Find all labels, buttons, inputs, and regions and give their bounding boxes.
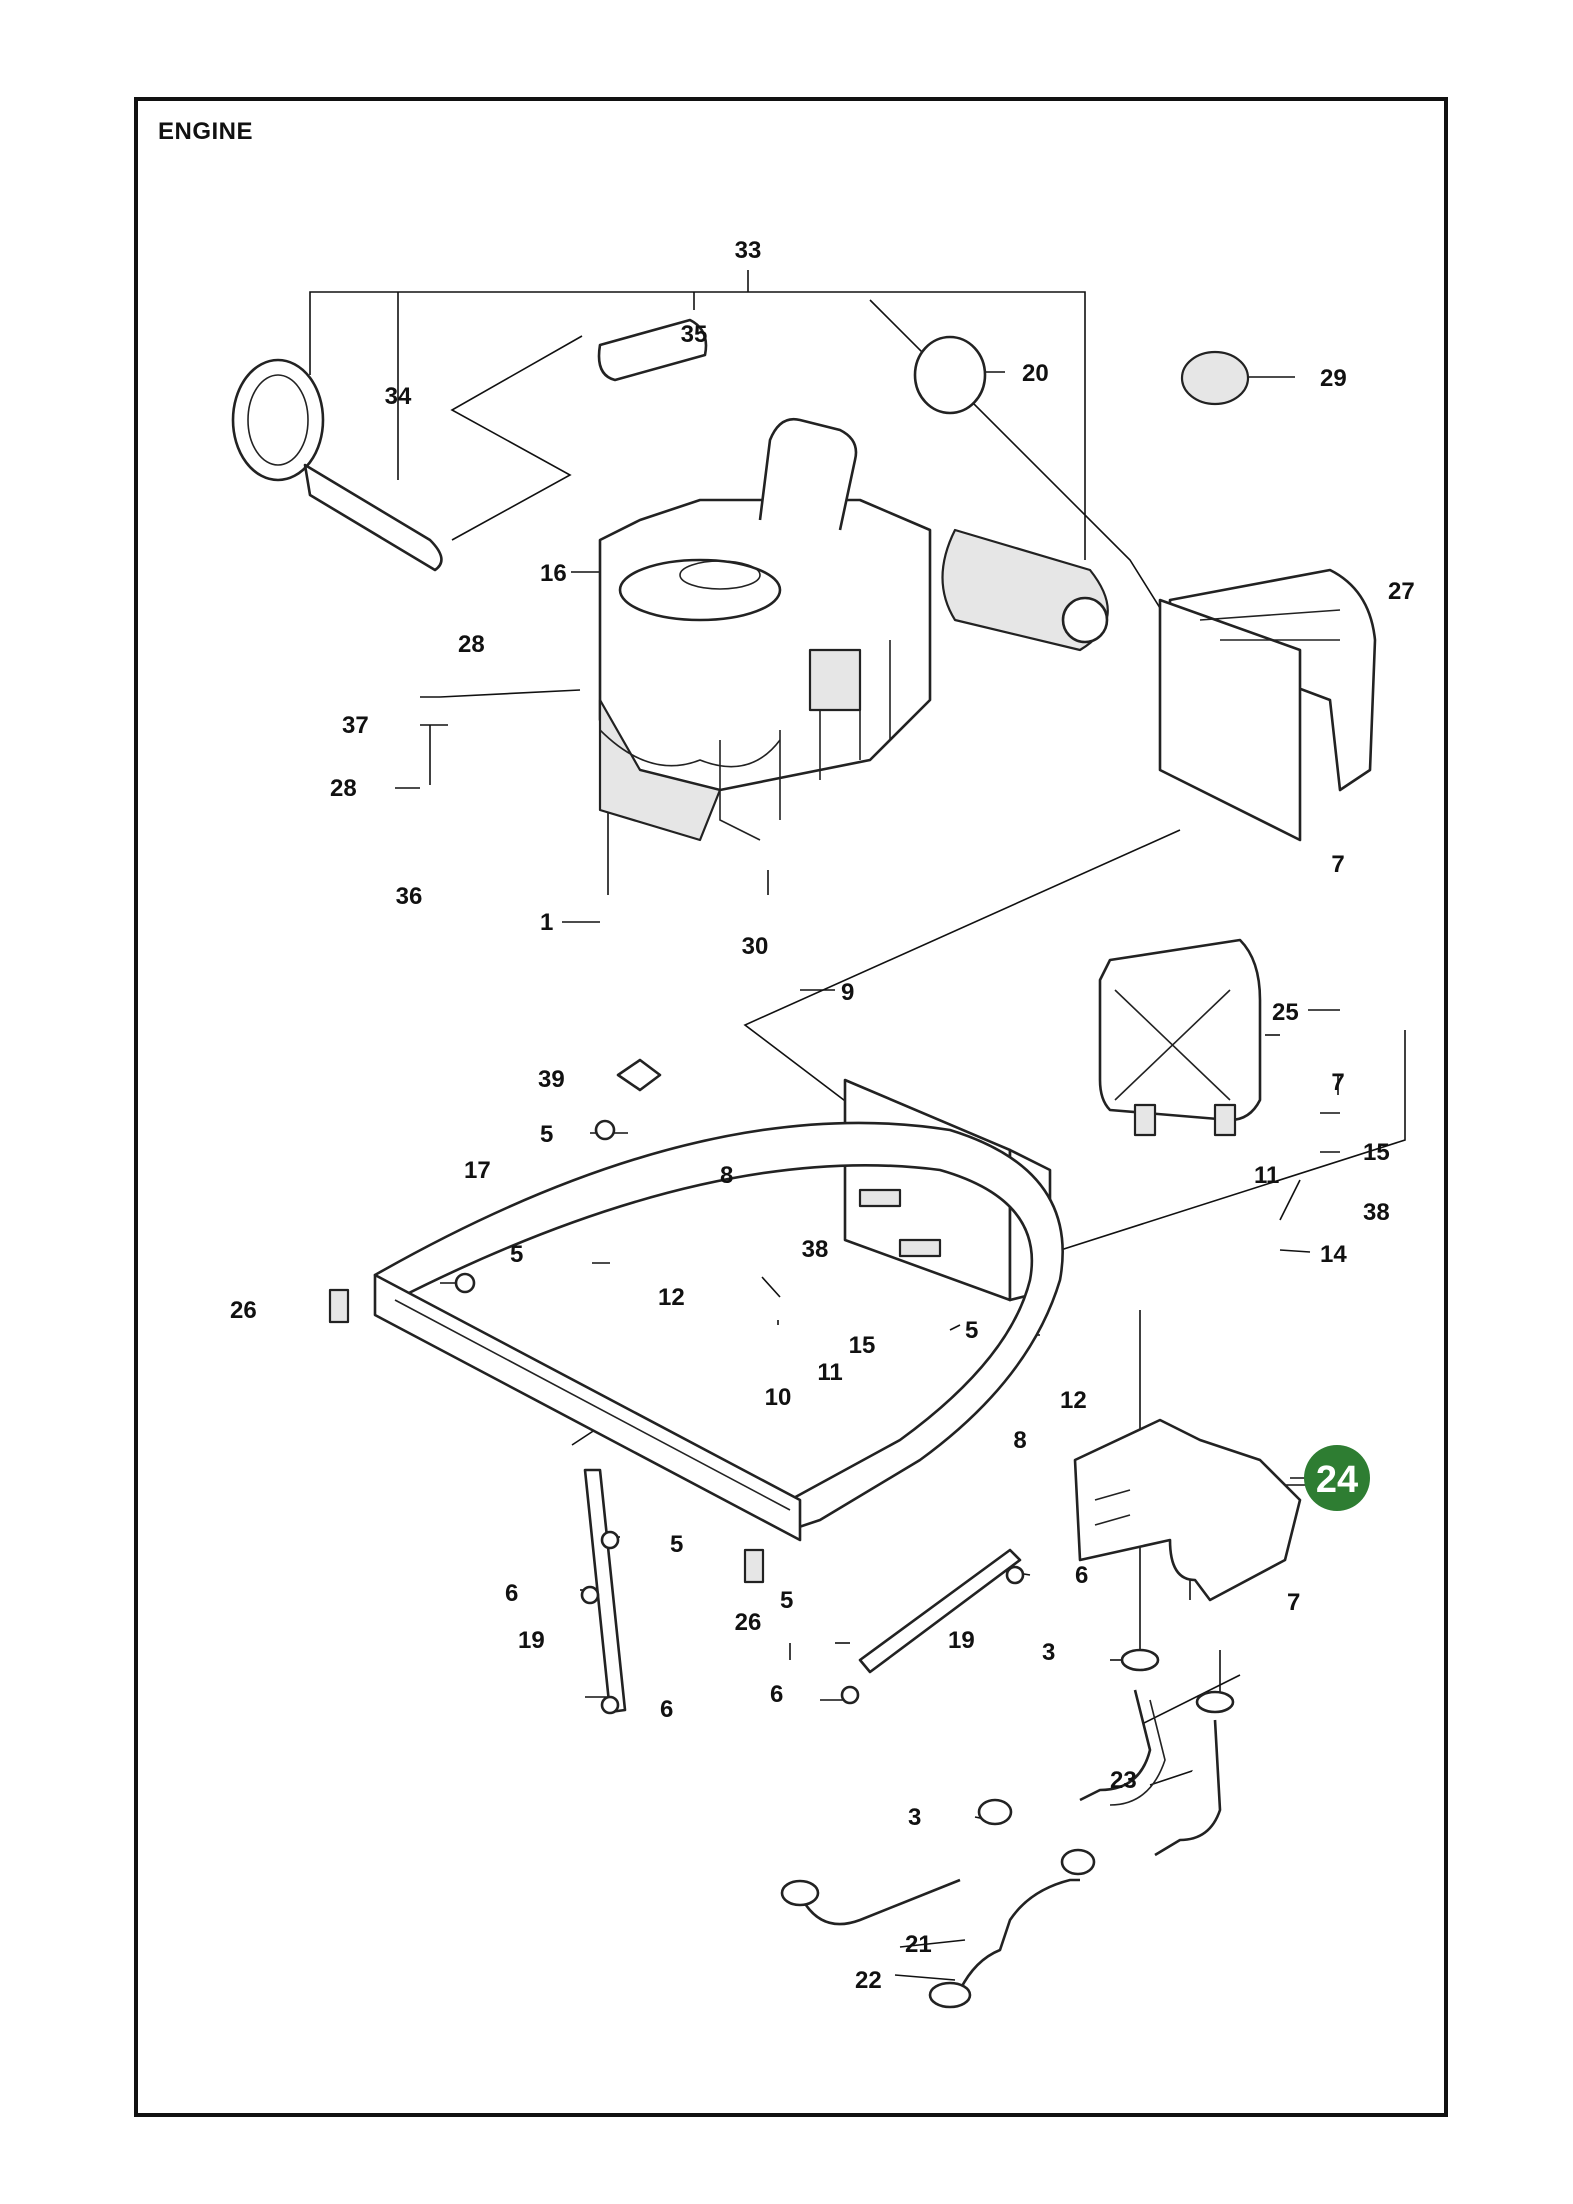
diagram-title: ENGINE [158, 118, 254, 145]
callout-label: 25 [1272, 999, 1299, 1026]
callout-label: 22 [855, 1967, 882, 1994]
callout-label: 5 [540, 1121, 553, 1148]
callout-label: 8 [720, 1162, 733, 1189]
callout-label: 15 [849, 1332, 876, 1359]
callout-label: 38 [802, 1236, 829, 1263]
hardware-parts [328, 1058, 1025, 1715]
callout-label: 37 [342, 712, 369, 739]
callout-label: 1 [540, 909, 553, 936]
callout-label: 7 [1331, 851, 1344, 878]
callout-label: 7 [1331, 1069, 1344, 1096]
callout-label: 9 [841, 979, 854, 1006]
callout-label: 6 [1075, 1562, 1088, 1589]
callout-label: 11 [1254, 1162, 1279, 1189]
callout-label: 5 [780, 1587, 793, 1614]
callout-label: 39 [538, 1066, 565, 1093]
callout-label: 11 [817, 1359, 842, 1386]
callout-label: 6 [505, 1580, 518, 1607]
callout-label: 33 [735, 237, 762, 264]
callout-label: 5 [510, 1241, 523, 1268]
callout-label: 3 [908, 1804, 921, 1831]
callout-label: 35 [681, 321, 708, 348]
diagram-frame [134, 97, 1448, 2117]
callout-label: 20 [1022, 360, 1049, 387]
callout-label: 5 [670, 1531, 683, 1558]
air-cleaner-parts [231, 318, 1250, 652]
callout-label: 16 [540, 560, 567, 587]
callout-label: 10 [765, 1384, 792, 1411]
callout-label: 38 [1363, 1199, 1390, 1226]
callout-label: 15 [1363, 1139, 1390, 1166]
callout-label: 23 [1110, 1767, 1137, 1794]
callout-label: 27 [1388, 578, 1415, 605]
callout-label: 19 [518, 1627, 545, 1654]
callout-label: 21 [905, 1931, 932, 1958]
muffler-parts [1098, 938, 1262, 1137]
engine-assembly [598, 417, 932, 842]
callout-label: 36 [396, 883, 423, 910]
exhaust-pipes [780, 1648, 1235, 2009]
strut-parts [583, 1468, 1022, 1714]
callout-label: 28 [458, 631, 485, 658]
callout-label: 26 [735, 1609, 762, 1636]
callout-label: 30 [742, 933, 769, 960]
callout-label: 6 [770, 1681, 783, 1708]
callout-label: 3 [1042, 1639, 1055, 1666]
callout-label: 5 [965, 1317, 978, 1344]
callout-label: 19 [948, 1627, 975, 1654]
heat-shield-parts [1158, 568, 1377, 842]
callout-label: 17 [464, 1157, 491, 1184]
callout-label: 6 [660, 1696, 673, 1723]
callout-label: 12 [1060, 1387, 1087, 1414]
callout-label: 34 [385, 383, 412, 410]
frame-parts [373, 1121, 1302, 1602]
highlight-callout-24: 24 [1304, 1445, 1370, 1511]
callout-label: 12 [658, 1284, 685, 1311]
callout-label: 29 [1320, 365, 1347, 392]
callout-label: 28 [330, 775, 357, 802]
callout-label: 26 [230, 1297, 257, 1324]
callout-label: 14 [1320, 1241, 1347, 1268]
callout-labels: 33 35 34 20 29 16 27 28 37 28 36 1 30 9 … [230, 237, 1415, 1994]
callout-label: 8 [1013, 1427, 1026, 1454]
highlight-label: 24 [1316, 1459, 1358, 1501]
callout-label: 7 [1287, 1589, 1300, 1616]
